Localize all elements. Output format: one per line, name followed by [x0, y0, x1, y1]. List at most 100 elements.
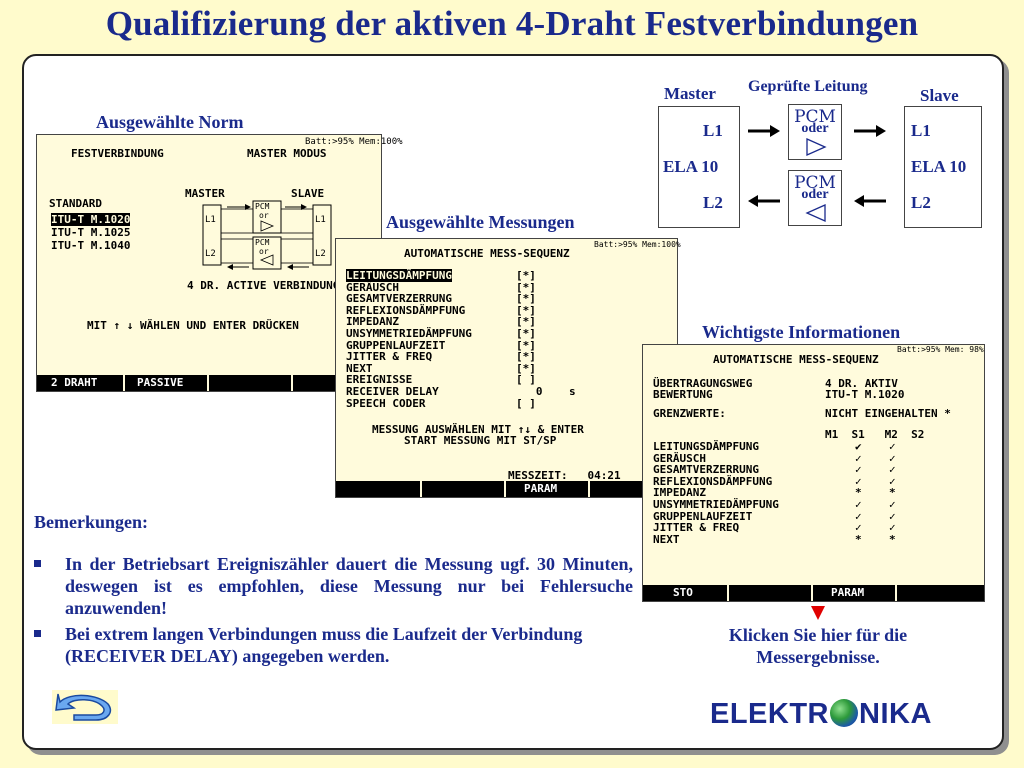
measurement-item[interactable]: IMPEDANZ[*]: [346, 315, 676, 329]
result-m1: *: [855, 486, 862, 500]
info-value: 4 DR. AKTIV: [825, 377, 898, 390]
status-text: Batt:>95% Mem:100%: [594, 240, 681, 249]
caption-infos: Wichtigste Informationen: [702, 322, 901, 342]
back-arrow-icon: [55, 693, 112, 721]
measurement-item[interactable]: SPEECH CODER[ ]: [346, 396, 676, 410]
oder-label: oder: [801, 187, 829, 202]
softkey-param[interactable]: PARAM: [524, 482, 558, 495]
status-text: Batt:>95% Mem:100%: [305, 137, 403, 147]
result-m2: *: [889, 486, 896, 500]
result-label: GRUPPENLAUFZEIT: [653, 509, 753, 523]
info-row: ÜBERTRAGUNGSWEG 4 DR. AKTIV: [653, 377, 983, 390]
measurement-mark: [*]: [516, 269, 536, 282]
measurement-mark: [ ]: [516, 396, 536, 410]
standard-label: STANDARD: [49, 197, 102, 210]
result-m2: ✓: [889, 509, 896, 523]
screen-title: AUTOMATISCHE MESS-SEQUENZ: [713, 353, 879, 366]
result-row: REFLEXIONSDÄMPFUNG✓✓: [653, 474, 983, 488]
result-m2: *: [889, 532, 896, 546]
triangle-right-icon: [806, 137, 827, 157]
measurement-label: GESAMTVERZERRUNG: [346, 292, 452, 306]
result-m1: ✓: [855, 451, 862, 465]
result-label: IMPEDANZ: [653, 486, 706, 500]
column-headers: M1 S1 M2 S2: [825, 428, 925, 441]
master-l1: L1: [703, 121, 723, 140]
measurement-label: UNSYMMETRIEDÄMPFUNG: [346, 327, 472, 340]
result-row: UNSYMMETRIEDÄMPFUNG✓✓: [653, 498, 983, 511]
softkey-passive[interactable]: PASSIVE: [137, 376, 184, 389]
norm-option[interactable]: ITU-T M.1025: [51, 226, 131, 239]
result-m1: *: [855, 532, 862, 546]
result-m1: ✓: [855, 521, 862, 535]
oder-label: oder: [801, 121, 829, 136]
slave-l2: L2: [911, 193, 931, 212]
result-m2: ✓: [889, 474, 896, 488]
mini-or-top: or: [259, 211, 269, 220]
result-row: GESAMTVERZERRUNG✓✓: [653, 463, 983, 477]
softkey-param[interactable]: PARAM: [831, 586, 865, 599]
measurement-label: REFLEXIONSDÄMPFUNG: [346, 303, 466, 317]
softkey-2draht[interactable]: 2 DRAHT: [51, 376, 98, 389]
measurement-mark: [*]: [516, 350, 536, 364]
measurement-item[interactable]: JITTER & FREQ[*]: [346, 350, 676, 364]
screen-measurement-selection: Batt:>95% Mem:100% AUTOMATISCHE MESS-SEQ…: [335, 238, 681, 498]
globe-icon: [830, 699, 858, 727]
red-arrow-down-icon: [811, 606, 825, 620]
diagram-slave-label: Slave: [920, 86, 959, 105]
screen-title: AUTOMATISCHE MESS-SEQUENZ: [404, 247, 570, 260]
results-link[interactable]: Klicken Sie hier für die Messergebnisse.: [728, 625, 908, 667]
measurement-mark: [*]: [516, 280, 536, 294]
softkey-sto[interactable]: STO: [673, 586, 693, 599]
measurement-item[interactable]: GRUPPENLAUFZEIT [*]: [346, 338, 676, 352]
mini-or-bottom: or: [259, 247, 269, 256]
measurement-label: LEITUNGSDÄMPFUNG: [346, 269, 452, 282]
page-title: Qualifizierung der aktiven 4-Draht Festv…: [105, 4, 919, 43]
measurement-item[interactable]: REFLEXIONSDÄMPFUNG[*]: [346, 303, 676, 317]
mini-pcm-bottom: PCM: [255, 238, 270, 247]
slave-label: SLAVE: [291, 187, 325, 200]
mini-pcm-top: PCM: [255, 202, 270, 211]
result-m2: ✓: [889, 440, 896, 453]
measurement-mark: [*]: [516, 292, 536, 306]
hint-text: MIT ↑ ↓ WÄHLEN UND ENTER DRÜCKEN: [87, 319, 299, 332]
mini-l2-left: L2: [205, 249, 216, 259]
master-label: MASTER: [185, 187, 225, 200]
measurement-label: EREIGNISSE: [346, 373, 413, 387]
arrow-left-icon: [854, 195, 886, 207]
norm-option[interactable]: ITU-T M.1040: [51, 239, 131, 252]
measurement-mark: [*]: [516, 315, 536, 329]
hint-select: MESSUNG AUSWÄHLEN MIT ↑↓ & ENTER: [372, 423, 584, 436]
measurement-item[interactable]: RECEIVER DELAY 0 s: [346, 385, 676, 398]
caption-leitung: Geprüfte Leitung: [748, 78, 868, 95]
master-ela: ELA 10: [663, 157, 719, 176]
measurement-label: GERÄUSCH: [346, 280, 399, 294]
info-row: GRENZWERTE:NICHT EINGEHALTEN *: [653, 407, 983, 420]
info-value: NICHT EINGEHALTEN *: [825, 407, 951, 420]
measurement-item[interactable]: GERÄUSCH [*]: [346, 280, 676, 294]
caption-messungen: Ausgewählte Messungen: [386, 212, 575, 232]
master-box: L1 ELA 10 L2: [658, 106, 740, 228]
norm-option-selected[interactable]: ITU-T M.1020: [51, 213, 131, 226]
result-m2: ✓: [889, 521, 896, 535]
measurement-mark: [*]: [516, 338, 536, 352]
messzeit: MESSZEIT: 04:21: [508, 469, 621, 482]
result-m2: ✓: [889, 451, 896, 465]
pcm-label: PCM: [794, 107, 836, 127]
measurement-item[interactable]: NEXT[*]: [346, 361, 676, 375]
measurement-item[interactable]: LEITUNGSDÄMPFUNG [*]: [346, 269, 676, 282]
measurement-item[interactable]: GESAMTVERZERRUNG [*]: [346, 292, 676, 306]
mode-text: 4 DR. ACTIVE VERBINDUNG: [187, 279, 340, 292]
remarks-title: Bemerkungen:: [34, 512, 148, 532]
measurement-label: NEXT: [346, 361, 373, 375]
result-m2: ✓: [889, 463, 896, 477]
measurement-mark: [*]: [516, 327, 536, 340]
measurement-item[interactable]: EREIGNISSE[ ]: [346, 373, 676, 387]
measurement-item[interactable]: UNSYMMETRIEDÄMPFUNG [*]: [346, 327, 676, 340]
result-label: JITTER & FREQ: [653, 521, 740, 535]
measurement-label: GRUPPENLAUFZEIT: [346, 338, 446, 352]
info-label: ÜBERTRAGUNGSWEG: [653, 377, 753, 390]
hint-start: START MESSUNG MIT ST/SP: [404, 434, 557, 447]
back-button[interactable]: [52, 690, 118, 724]
